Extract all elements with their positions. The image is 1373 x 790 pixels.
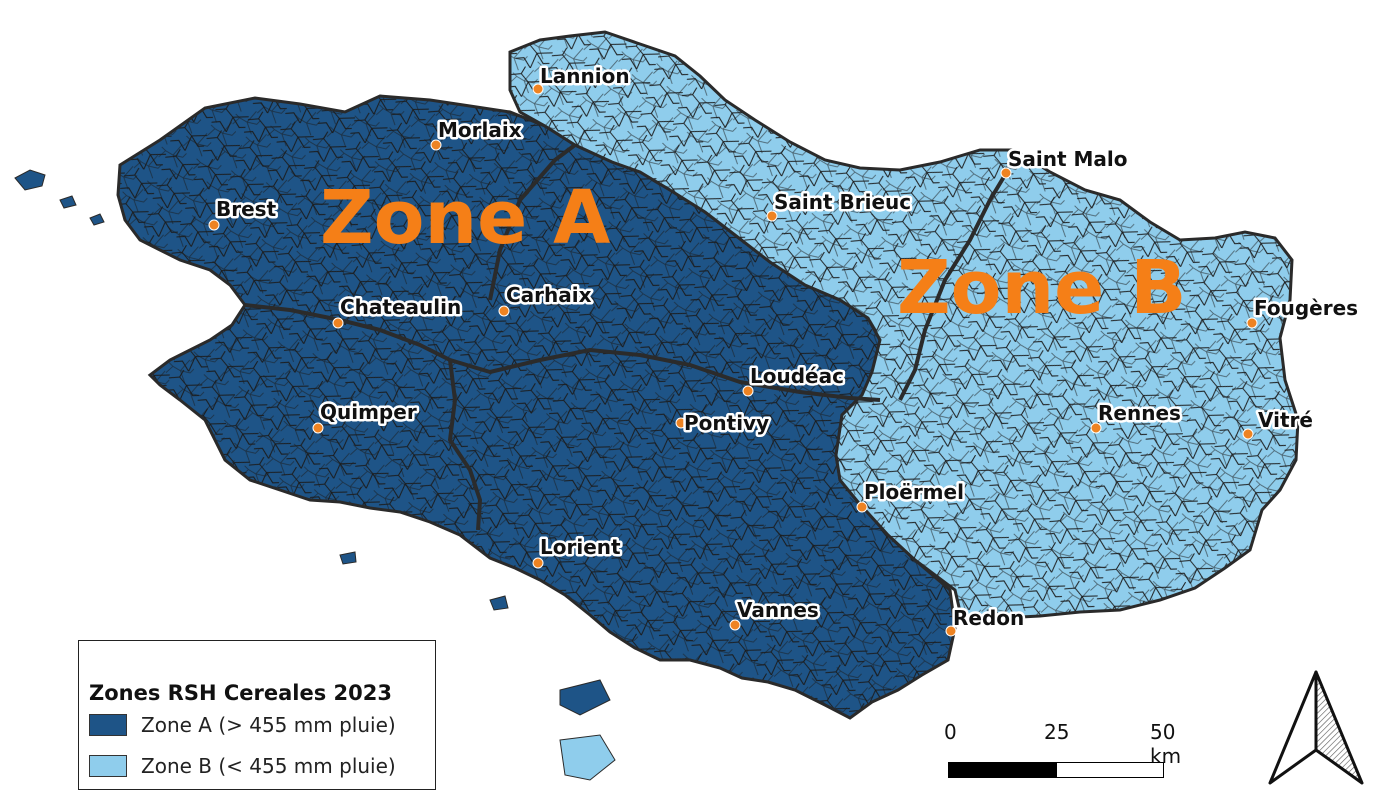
legend: Zones RSH Cereales 2023 Zone A (> 455 mm… bbox=[78, 640, 436, 790]
department-boundaries bbox=[244, 143, 1007, 531]
city-label: Quimper bbox=[320, 400, 417, 424]
scale-bar: 0 25 50 km bbox=[940, 720, 1182, 780]
city-marker-icon bbox=[532, 557, 544, 569]
legend-title: Zones RSH Cereales 2023 bbox=[89, 681, 392, 705]
city-marker-icon bbox=[1242, 428, 1254, 440]
scale-bar-black-segment bbox=[948, 762, 1056, 778]
city-marker-icon bbox=[856, 501, 868, 513]
city-marker-icon bbox=[766, 210, 778, 222]
city-lorient: Lorient bbox=[532, 533, 624, 569]
city-marker-icon bbox=[1090, 422, 1102, 434]
city-label: Pontivy bbox=[684, 411, 769, 435]
scale-tick-0: 0 bbox=[944, 720, 957, 744]
city-marker-icon bbox=[1246, 317, 1258, 329]
island-sein bbox=[89, 213, 105, 226]
city-redon: Redon bbox=[945, 604, 1027, 637]
city-label: Ploërmel bbox=[864, 480, 964, 504]
city-label: Lannion bbox=[540, 64, 630, 88]
north-arrow-icon bbox=[1268, 670, 1364, 785]
island-small-a bbox=[339, 551, 357, 565]
city-label: Saint Malo bbox=[1008, 147, 1128, 171]
city-label: Loudéac bbox=[750, 364, 844, 388]
zone-a-label: Zone A bbox=[320, 175, 610, 261]
legend-item-zone-b: Zone B (< 455 mm pluie) bbox=[89, 754, 396, 778]
city-label: Carhaix bbox=[506, 283, 592, 307]
city-marker-icon bbox=[945, 625, 957, 637]
city-marker-icon bbox=[312, 422, 324, 434]
legend-item-zone-a: Zone A (> 455 mm pluie) bbox=[89, 713, 396, 737]
islands bbox=[14, 169, 611, 716]
city-pontivy: Pontivy bbox=[675, 409, 772, 438]
city-label: Vannes bbox=[737, 598, 819, 622]
city-saint-brieuc: Saint Brieuc bbox=[766, 188, 914, 222]
city-label: Brest bbox=[216, 197, 277, 221]
city-loudeac: Loudéac bbox=[742, 362, 846, 397]
island-groix bbox=[489, 595, 509, 611]
city-ploermel: Ploërmel bbox=[856, 478, 966, 513]
city-label: Morlaix bbox=[438, 118, 522, 142]
city-morlaix: Morlaix bbox=[430, 116, 524, 151]
city-lannion: Lannion bbox=[532, 62, 632, 95]
island-belle-ile-a bbox=[559, 679, 611, 716]
city-marker-icon bbox=[742, 385, 754, 397]
city-rennes: Rennes bbox=[1090, 399, 1183, 434]
city-marker-icon bbox=[1000, 167, 1012, 179]
city-label: Fougères bbox=[1254, 296, 1358, 320]
city-marker-icon bbox=[332, 317, 344, 329]
city-label: Lorient bbox=[540, 535, 621, 559]
scale-tick-50: 50 km bbox=[1150, 720, 1182, 768]
island-ouessant bbox=[14, 169, 46, 191]
city-label: Saint Brieuc bbox=[774, 190, 911, 214]
legend-label-zone-a: Zone A (> 455 mm pluie) bbox=[141, 713, 396, 737]
city-brest: Brest bbox=[208, 195, 279, 231]
legend-swatch-zone-a bbox=[89, 714, 127, 736]
city-marker-icon bbox=[498, 305, 510, 317]
legend-label-zone-b: Zone B (< 455 mm pluie) bbox=[141, 754, 396, 778]
city-marker-icon bbox=[208, 219, 220, 231]
city-fougeres: Fougères bbox=[1246, 294, 1361, 329]
city-label: Vitré bbox=[1258, 408, 1313, 432]
island-molene bbox=[59, 195, 77, 209]
city-carhaix: Carhaix bbox=[498, 281, 594, 317]
island-belle-ile bbox=[559, 734, 616, 781]
city-saint-malo: Saint Malo bbox=[1000, 145, 1130, 179]
scale-bar-white-segment bbox=[1056, 762, 1164, 778]
city-chateaulin: Chateaulin bbox=[332, 293, 464, 329]
city-marker-icon bbox=[729, 619, 741, 631]
city-marker-icon bbox=[430, 139, 442, 151]
city-vitre: Vitré bbox=[1242, 406, 1315, 440]
city-quimper: Quimper bbox=[312, 398, 419, 434]
scale-tick-25: 25 bbox=[1044, 720, 1070, 744]
city-vannes: Vannes bbox=[729, 596, 821, 631]
city-label: Rennes bbox=[1098, 401, 1181, 425]
city-marker-icon bbox=[675, 417, 687, 429]
city-marker-icon bbox=[532, 83, 544, 95]
legend-swatch-zone-b bbox=[89, 755, 127, 777]
city-label: Chateaulin bbox=[340, 295, 461, 319]
city-label: Redon bbox=[953, 606, 1024, 630]
zone-b-label: Zone B bbox=[897, 245, 1187, 331]
